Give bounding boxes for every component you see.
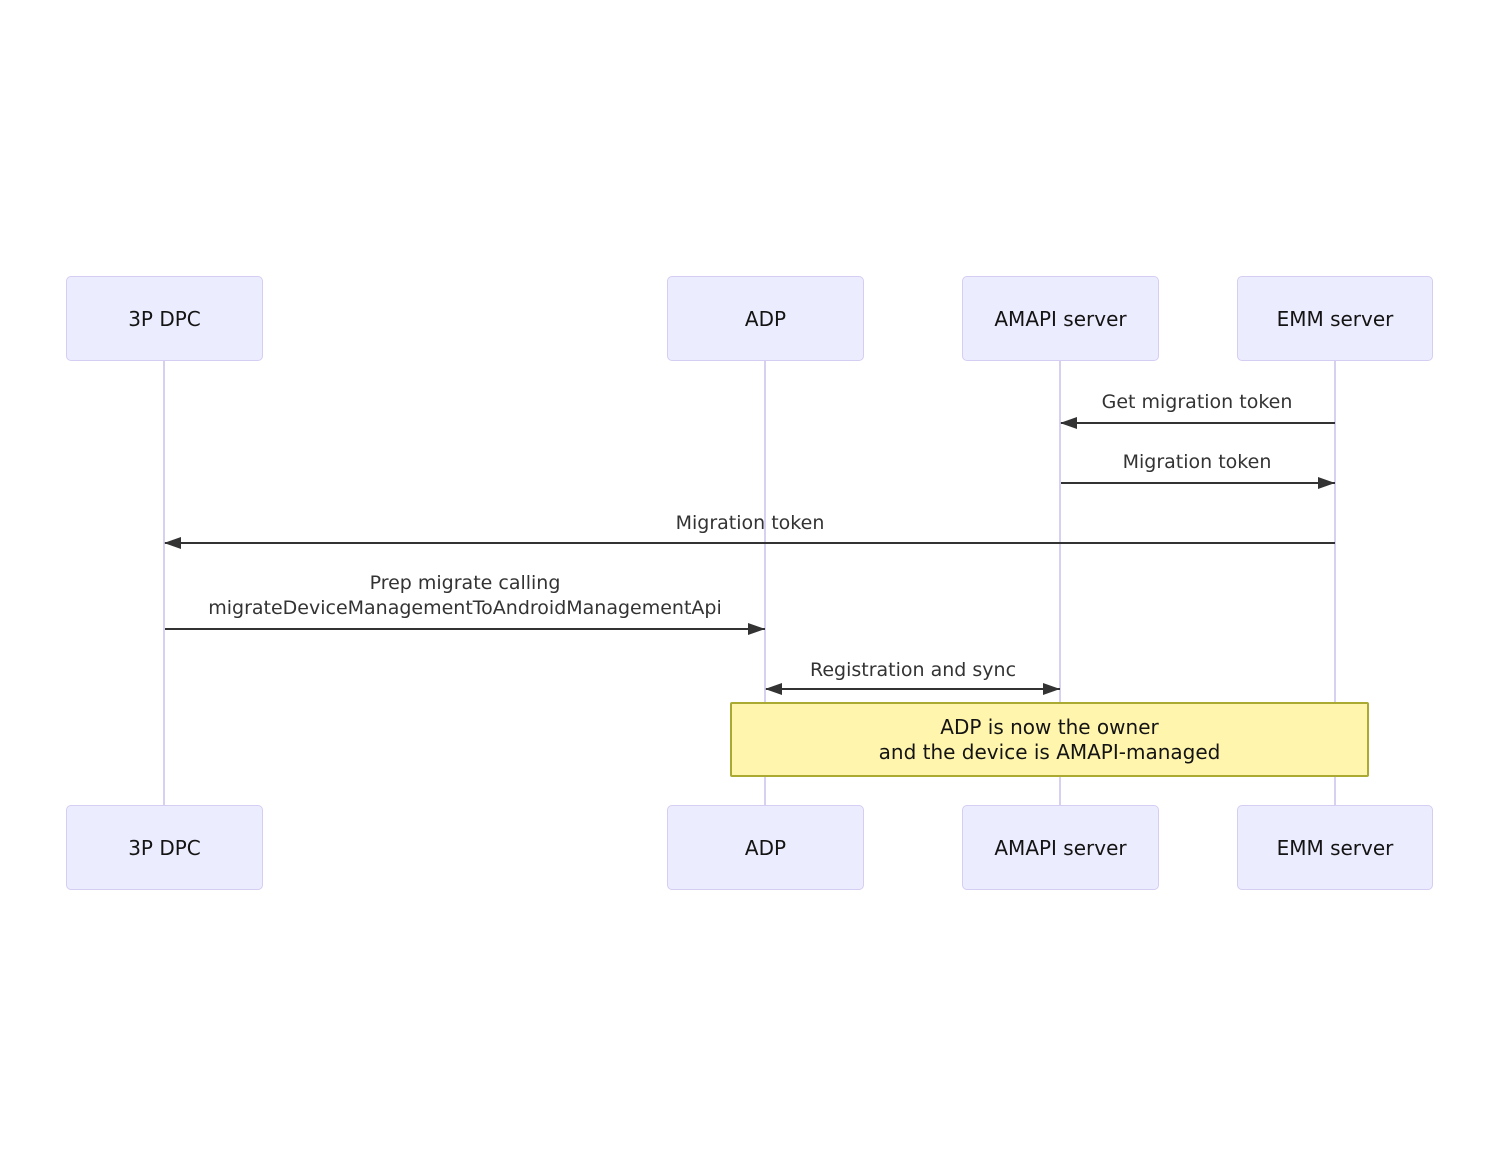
note-adp-is-owner: ADP is now the owner and the device is A… [730,702,1369,777]
arrowhead-right [748,623,765,635]
message-label-get-migration-token: Get migration token [1101,391,1293,413]
message-label-line: Prep migrate calling [369,572,561,594]
lifeline-amapi-server [1059,361,1061,805]
message-label-registration-and-sync: Registration and sync [809,659,1017,681]
message-line-prep-migrate [165,628,765,630]
arrowhead-right [1318,477,1335,489]
message-label-migration-token-to-emm: Migration token [1122,451,1272,473]
message-label-migration-token-to-dpc: Migration token [675,512,825,534]
message-line-migration-token-to-emm [1061,482,1335,484]
arrowhead-right [1043,683,1060,695]
message-label-line: migrateDeviceManagementToAndroidManageme… [208,597,722,619]
actor-3p-dpc-bottom: 3P DPC [66,805,263,890]
actor-amapi-server-bottom: AMAPI server [962,805,1159,890]
actor-adp-top: ADP [667,276,864,361]
actor-3p-dpc-top: 3P DPC [66,276,263,361]
actor-adp-bottom: ADP [667,805,864,890]
actor-amapi-server-top: AMAPI server [962,276,1159,361]
actor-emm-server-bottom: EMM server [1237,805,1433,890]
arrowhead-left [164,537,181,549]
lifeline-3p-dpc [163,361,165,805]
message-line-registration-and-sync [766,688,1060,690]
arrowhead-left [765,683,782,695]
lifeline-emm-server [1334,361,1336,805]
arrowhead-left [1060,417,1077,429]
lifeline-adp [764,361,766,805]
message-line-migration-token-to-dpc [165,542,1335,544]
message-line-get-migration-token [1061,422,1335,424]
actor-emm-server-top: EMM server [1237,276,1433,361]
note-line: ADP is now the owner [940,714,1159,739]
message-label-prep-migrate: Prep migrate calling migrateDeviceManage… [115,571,815,621]
note-line: and the device is AMAPI-managed [878,739,1221,764]
